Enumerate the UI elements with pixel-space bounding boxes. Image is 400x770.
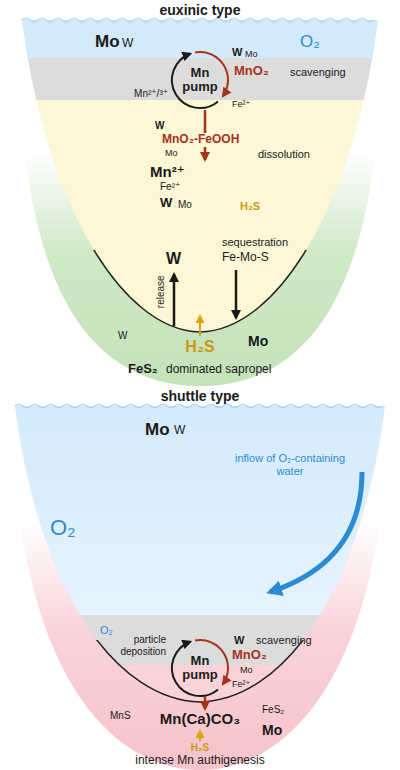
label-text: O₂ (100, 624, 113, 637)
pump-circle: Mn pump (172, 52, 228, 108)
label-text: shuttle type (161, 388, 240, 404)
label-text: Mo (248, 333, 268, 349)
label-text: Fe-Mo-S (222, 251, 269, 265)
label-text: Mo (178, 199, 192, 211)
label-text: H₂S (191, 742, 209, 754)
label-text: H₂S (240, 200, 260, 213)
node-text: Mn pump (180, 66, 220, 93)
label-text: Mo (95, 32, 120, 52)
label-text: MnO₂ (232, 648, 267, 663)
label-text: Mo (165, 148, 178, 158)
label-text: W (174, 424, 185, 438)
label-text: Fe²⁺ (160, 181, 180, 193)
label-text: W (166, 250, 181, 268)
label-text: Fe²⁺ (232, 99, 250, 109)
label-text: intense Mn authigenesis (135, 754, 264, 768)
label-text: Mn²⁺ (150, 163, 185, 180)
water-surface (22, 19, 374, 22)
label-text: release (154, 276, 166, 309)
label-text: particle deposition (110, 634, 166, 657)
label-text: Mo (240, 665, 253, 675)
label-text: O₂ (50, 515, 76, 540)
label-text: Mo (245, 49, 258, 59)
label-text: scavenging (256, 634, 312, 647)
label-text: H₂S (185, 338, 214, 356)
label-text: sequestration (222, 236, 288, 249)
label-text: Mo (145, 420, 170, 440)
node-text: Mn pump (180, 654, 220, 681)
water-surface (15, 405, 383, 408)
label-text: dissolution (258, 148, 310, 161)
label-text: W (118, 330, 127, 342)
label-text: W (160, 196, 172, 211)
label-text: W (155, 120, 164, 132)
label-text: scavenging (290, 66, 346, 79)
label-text: Mn(Ca)CO₃ (160, 710, 240, 727)
label-text: dominated sapropel (166, 363, 271, 377)
label-text: W (122, 37, 133, 51)
label-text: FeS₂ (128, 362, 158, 377)
label-text: FeS₂ (262, 704, 284, 716)
label-text: Mn²⁺/³⁺ (134, 88, 168, 100)
label-text: W (232, 46, 242, 59)
label-text: W (234, 634, 244, 647)
label-text: MnO₂ (234, 64, 269, 79)
label-text: euxinic type (160, 2, 241, 18)
label-text: Mo (262, 722, 282, 738)
label-text: MnS (110, 710, 131, 722)
label-text: MnO₂-FeOOH (160, 133, 241, 147)
label-text: inflow of O₂-containing water (234, 452, 346, 477)
pump-circle: Mn pump (172, 640, 228, 696)
label-text: O₂ (300, 32, 320, 52)
label-text: Fe²⁺ (232, 679, 250, 689)
